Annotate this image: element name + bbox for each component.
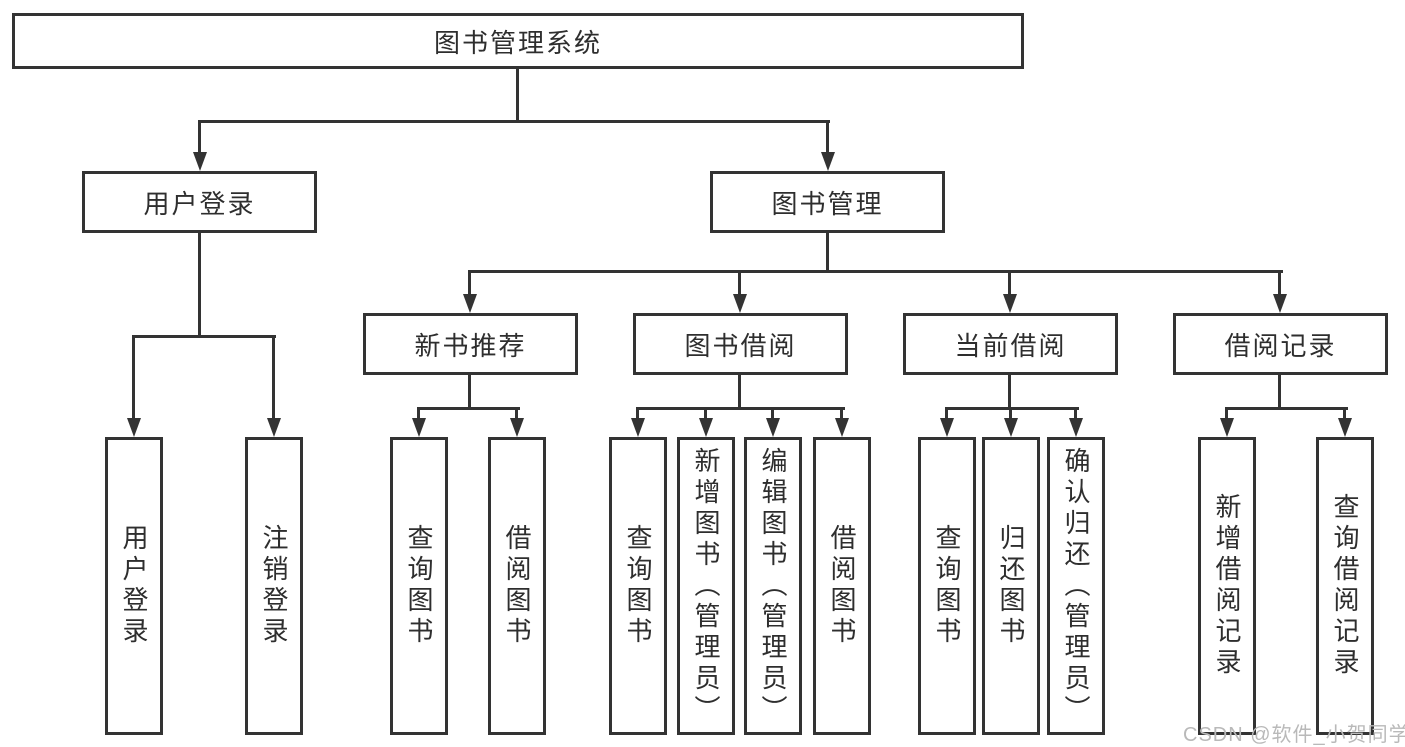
leaf-return-book-label: 归还图书 <box>996 524 1026 648</box>
leaf-query-books-recommend-label: 查询图书 <box>404 524 434 648</box>
connector-borrowing-branch <box>636 407 845 410</box>
leaf-add-borrow-record-label: 新增借阅记录 <box>1212 493 1242 679</box>
leaf-confirm-return-admin-label: 确认归还（管理员） <box>1061 446 1091 726</box>
leaf-query-books-recommend: 查询图书 <box>390 437 448 735</box>
connector-borrowing-drop-3 <box>771 407 774 421</box>
arrowhead-down-icon <box>1004 418 1018 437</box>
arrowhead-down-icon <box>1069 418 1083 437</box>
arrowhead-down-icon <box>1220 418 1234 437</box>
arrowhead-down-icon <box>412 418 426 437</box>
connector-book-mgmt-drop-2 <box>738 270 741 297</box>
connector-records-drop-1 <box>1225 407 1228 421</box>
leaf-user-login-label: 用户登录 <box>119 524 149 648</box>
leaf-return-book: 归还图书 <box>982 437 1040 735</box>
leaf-add-borrow-record: 新增借阅记录 <box>1198 437 1256 735</box>
leaf-add-book-admin-label: 新增图书（管理员） <box>691 446 721 726</box>
node-new-book-recommend: 新书推荐 <box>363 313 578 375</box>
connector-records-branch <box>1225 407 1348 410</box>
arrowhead-down-icon <box>193 152 207 171</box>
arrowhead-down-icon <box>1338 418 1352 437</box>
arrowhead-down-icon <box>510 418 524 437</box>
node-book-management-label: 图书管理 <box>771 188 884 219</box>
arrowhead-down-icon <box>940 418 954 437</box>
arrowhead-down-icon <box>821 152 835 171</box>
connector-records-drop-2 <box>1343 407 1346 421</box>
arrowhead-down-icon <box>1003 294 1017 313</box>
connector-book-mgmt-stem <box>826 233 829 273</box>
node-book-borrowing-label: 图书借阅 <box>684 330 797 361</box>
node-library-system: 图书管理系统 <box>12 13 1024 69</box>
connector-book-mgmt-branch <box>468 270 1283 273</box>
connector-current-drop-2 <box>1009 407 1012 421</box>
connector-user-login-stem <box>198 233 201 335</box>
connector-root-stem <box>516 69 519 123</box>
leaf-borrow-books: 借阅图书 <box>813 437 871 735</box>
arrowhead-down-icon <box>1273 294 1287 313</box>
leaf-borrow-books-label: 借阅图书 <box>827 524 857 648</box>
arrowhead-down-icon <box>699 418 713 437</box>
leaf-edit-book-admin: 编辑图书（管理员） <box>744 437 802 735</box>
node-borrowing-records: 借阅记录 <box>1173 313 1388 375</box>
arrowhead-down-icon <box>631 418 645 437</box>
node-library-system-label: 图书管理系统 <box>433 27 602 58</box>
node-book-borrowing: 图书借阅 <box>633 313 848 375</box>
connector-root-branch <box>198 120 830 123</box>
connector-new-book-stem <box>468 375 471 410</box>
connector-current-drop-3 <box>1074 407 1077 421</box>
arrowhead-down-icon <box>463 294 477 313</box>
arrowhead-down-icon <box>835 418 849 437</box>
leaf-borrow-books-recommend: 借阅图书 <box>488 437 546 735</box>
leaf-query-books-borrowing: 查询图书 <box>609 437 667 735</box>
connector-book-mgmt-drop-4 <box>1278 270 1281 297</box>
leaf-query-borrow-record: 查询借阅记录 <box>1316 437 1374 735</box>
leaf-query-books-current: 查询图书 <box>918 437 976 735</box>
leaf-logout: 注销登录 <box>245 437 303 735</box>
connector-borrowing-drop-2 <box>704 407 707 421</box>
connector-new-book-drop-1 <box>417 407 420 421</box>
leaf-query-borrow-record-label: 查询借阅记录 <box>1330 493 1360 679</box>
connector-book-mgmt-drop-1 <box>468 270 471 297</box>
connector-book-mgmt-drop-3 <box>1008 270 1011 297</box>
leaf-add-book-admin: 新增图书（管理员） <box>677 437 735 735</box>
leaf-edit-book-admin-label: 编辑图书（管理员） <box>758 446 788 726</box>
node-borrowing-records-label: 借阅记录 <box>1224 330 1337 361</box>
connector-new-book-drop-2 <box>515 407 518 421</box>
leaf-logout-label: 注销登录 <box>259 524 289 648</box>
connector-borrowing-stem <box>738 375 741 410</box>
node-current-borrowing-label: 当前借阅 <box>954 330 1067 361</box>
arrowhead-down-icon <box>267 418 281 437</box>
leaf-borrow-books-recommend-label: 借阅图书 <box>502 524 532 648</box>
connector-user-login-branch <box>132 335 276 338</box>
connector-user-login-drop-1 <box>132 335 135 419</box>
arrowhead-down-icon <box>733 294 747 313</box>
connector-root-drop-left <box>198 120 201 155</box>
connector-current-branch <box>945 407 1079 410</box>
node-new-book-recommend-label: 新书推荐 <box>414 330 527 361</box>
csdn-watermark: CSDN @软件_小贺同学 <box>1183 724 1405 746</box>
connector-new-book-branch <box>417 407 520 410</box>
node-book-management: 图书管理 <box>710 171 945 233</box>
node-user-login: 用户登录 <box>82 171 317 233</box>
connector-root-drop-right <box>826 120 829 155</box>
leaf-query-books-current-label: 查询图书 <box>932 524 962 648</box>
connector-borrowing-drop-1 <box>636 407 639 421</box>
connector-user-login-drop-2 <box>272 335 275 419</box>
leaf-user-login: 用户登录 <box>105 437 163 735</box>
connector-current-drop-1 <box>945 407 948 421</box>
connector-current-stem <box>1008 375 1011 410</box>
leaf-query-books-borrowing-label: 查询图书 <box>623 524 653 648</box>
arrowhead-down-icon <box>766 418 780 437</box>
connector-borrowing-drop-4 <box>840 407 843 421</box>
node-current-borrowing: 当前借阅 <box>903 313 1118 375</box>
arrowhead-down-icon <box>127 418 141 437</box>
node-user-login-label: 用户登录 <box>143 188 256 219</box>
connector-records-stem <box>1278 375 1281 410</box>
leaf-confirm-return-admin: 确认归还（管理员） <box>1047 437 1105 735</box>
